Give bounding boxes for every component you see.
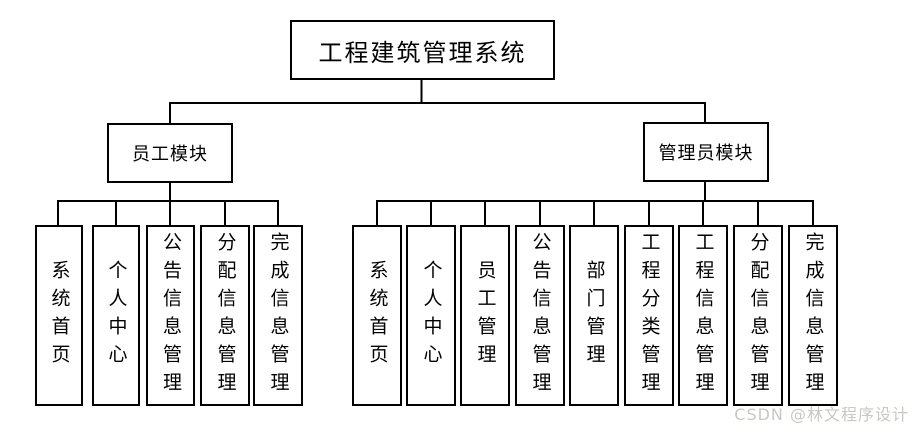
leaf-label: 分配信息管理 [747,231,770,400]
leaf-label: 工程分类管理 [638,231,661,400]
leaf-label: 系统首页 [48,259,71,372]
leaf-label: 部门管理 [583,259,606,372]
leaf-node-admin-employee-mgmt: 员工管理 [460,225,510,406]
leaf-label: 公告信息管理 [529,231,552,400]
leaf-node-admin-department-mgmt: 部门管理 [569,225,619,406]
leaf-node-employee-completion-info: 完成信息管理 [253,225,303,406]
leaf-label: 完成信息管理 [267,231,290,400]
leaf-node-admin-project-category-mgmt: 工程分类管理 [624,225,674,406]
module-node-label: 管理员模块 [658,143,754,164]
leaf-node-admin-project-info-mgmt: 工程信息管理 [678,225,728,406]
leaf-node-employee-announcement-info: 公告信息管理 [146,225,195,406]
leaf-label: 员工管理 [474,259,497,372]
leaf-node-employee-home: 系统首页 [35,225,83,406]
leaf-label: 个人中心 [420,259,443,372]
module-node-label: 员工模块 [132,144,208,165]
root-node-system-title: 工程建筑管理系统 [290,20,555,80]
leaf-node-admin-announcement-info: 公告信息管理 [515,225,565,406]
leaf-label: 完成信息管理 [802,231,825,400]
leaf-label: 分配信息管理 [214,231,237,400]
module-node-employee: 员工模块 [107,123,233,183]
module-node-admin: 管理员模块 [643,122,769,182]
leaf-label: 工程信息管理 [692,231,715,400]
leaf-node-employee-assignment-info: 分配信息管理 [200,225,250,406]
leaf-node-admin-home: 系统首页 [352,225,402,406]
root-node-label: 工程建筑管理系统 [318,38,527,67]
leaf-node-admin-assignment-info: 分配信息管理 [733,225,783,406]
leaf-node-employee-personal-center: 个人中心 [92,225,140,406]
leaf-label: 个人中心 [105,259,128,372]
leaf-node-admin-personal-center: 个人中心 [406,225,456,406]
csdn-watermark: CSDN @林文程序设计 [734,405,909,424]
leaf-label: 公告信息管理 [160,231,182,400]
leaf-node-admin-completion-info: 完成信息管理 [788,225,838,406]
leaf-label: 系统首页 [366,259,389,372]
